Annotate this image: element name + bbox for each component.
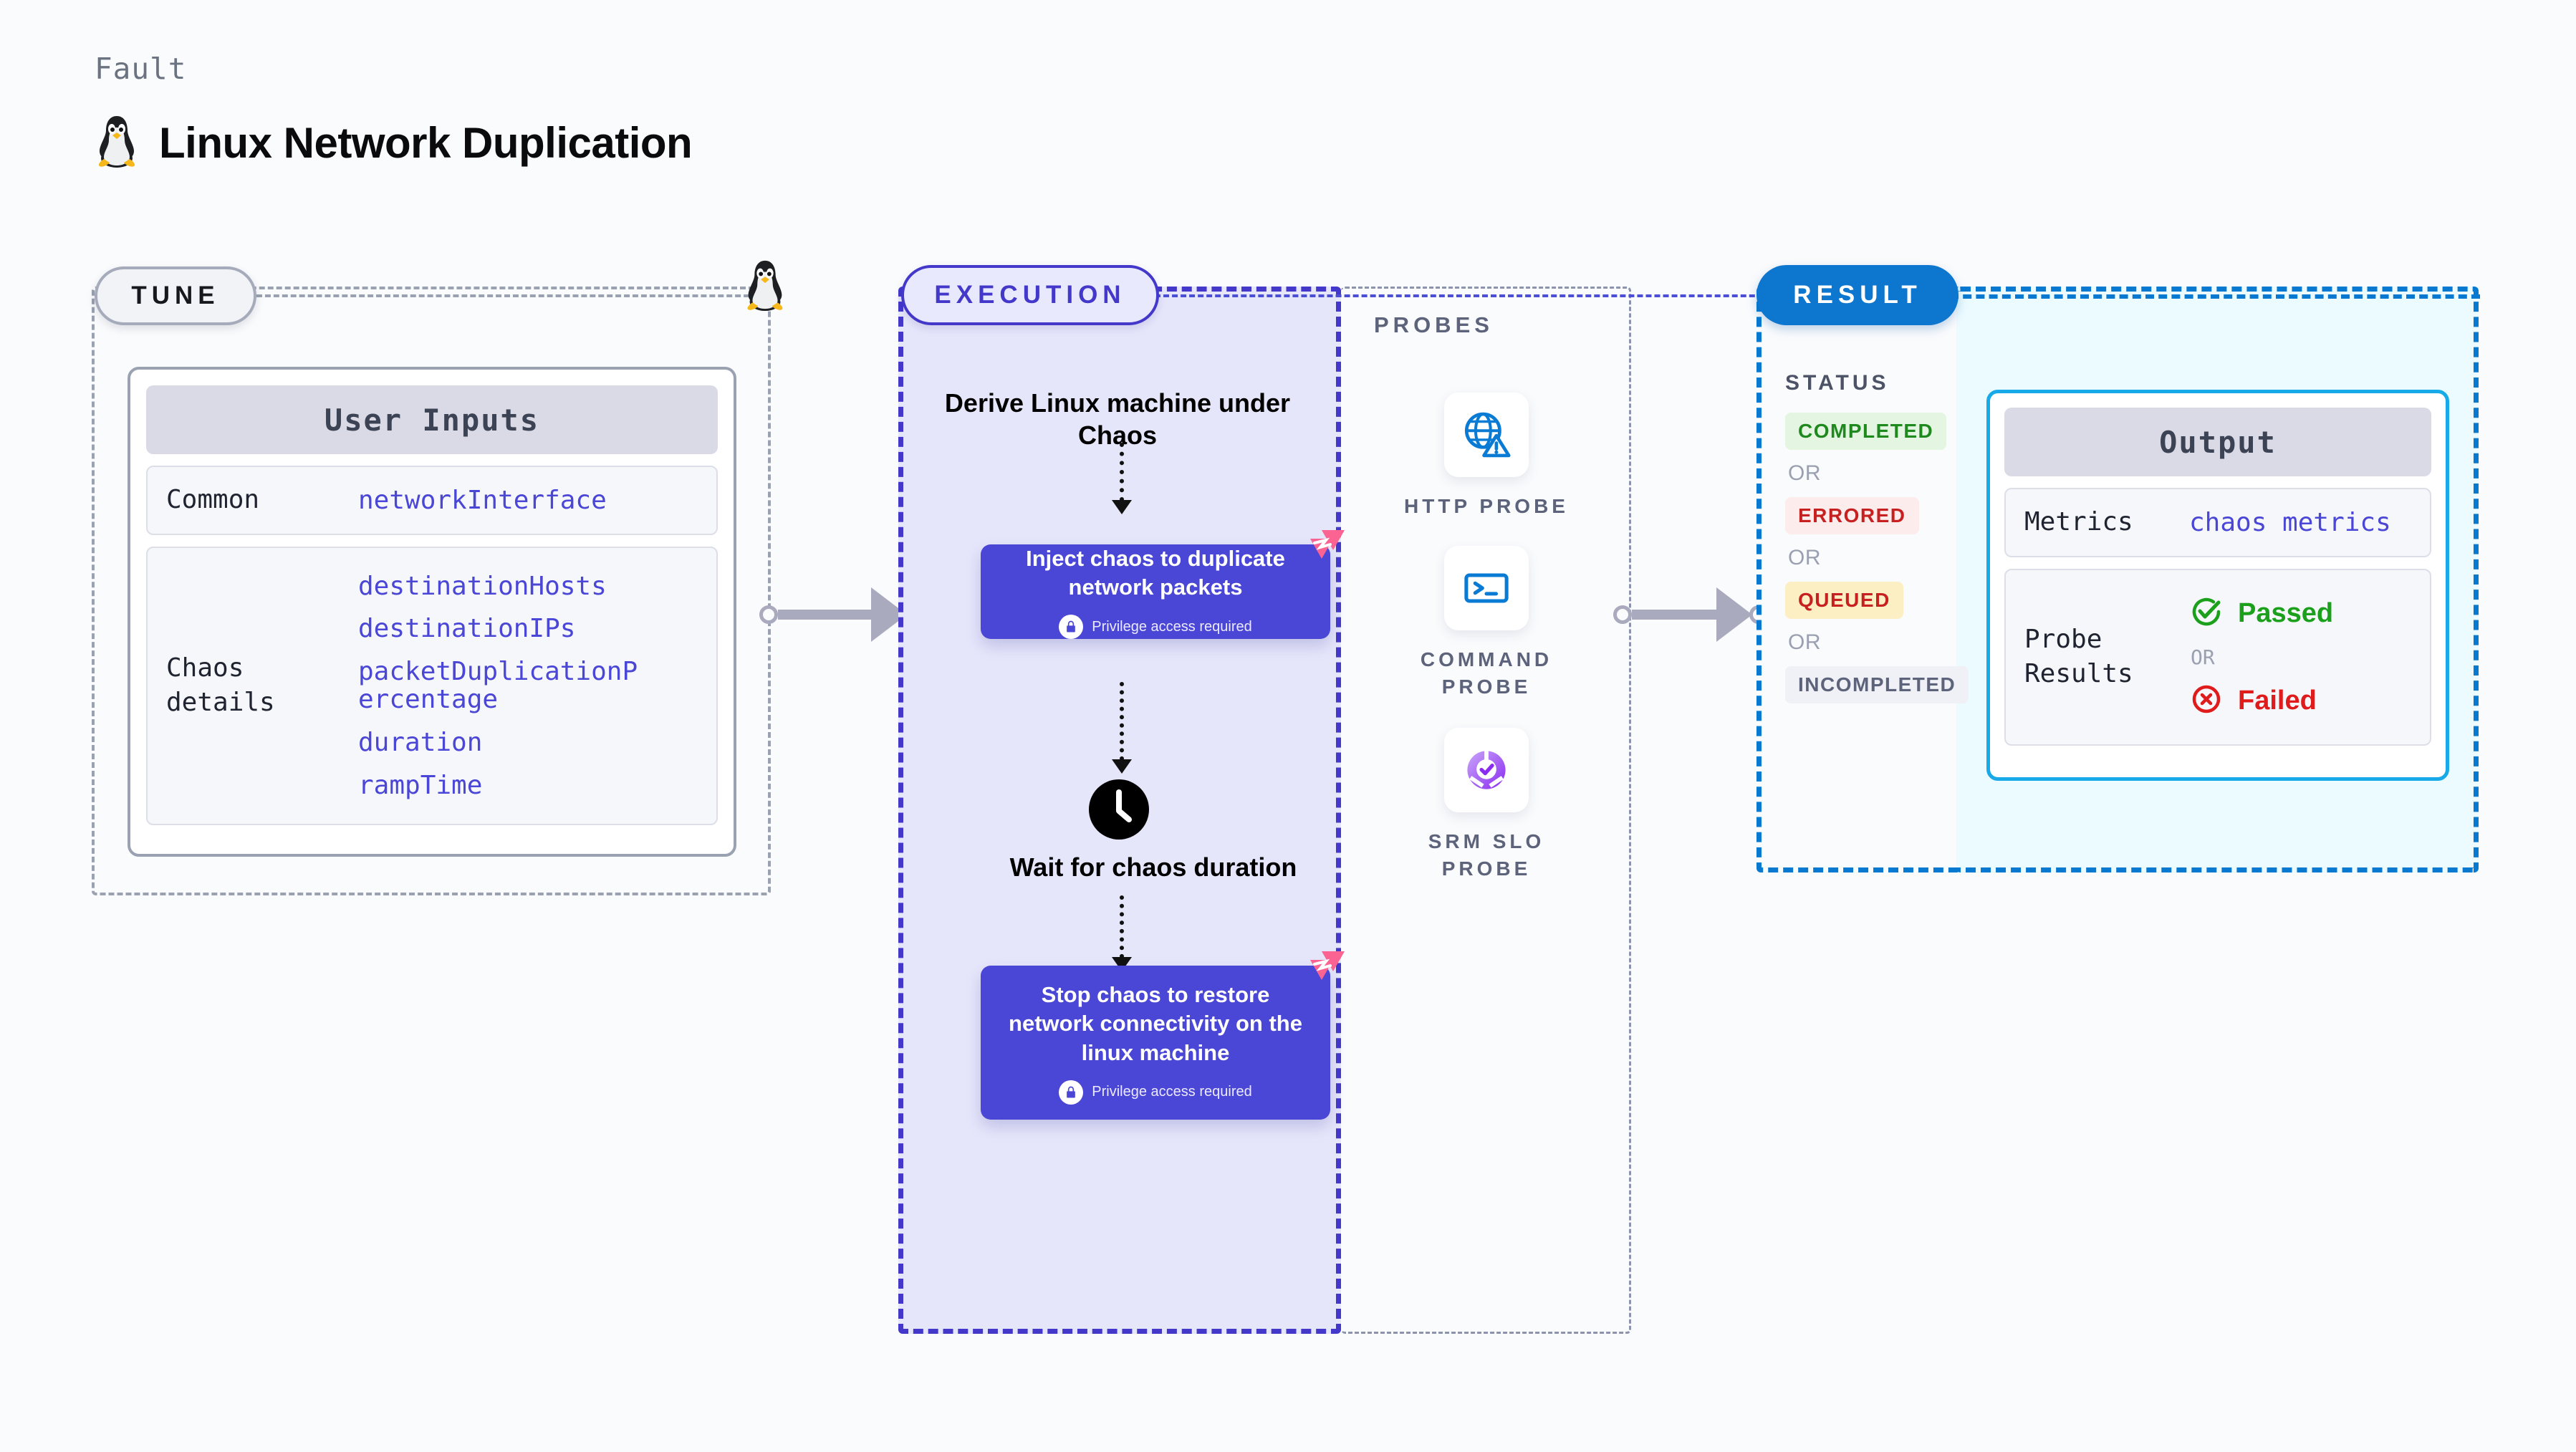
x-circle-icon <box>2189 682 2224 720</box>
fault-eyebrow-label: Fault <box>95 52 187 86</box>
dotted-arrow-1 <box>1112 443 1132 514</box>
row-values: Passed OR Failed <box>2189 595 2423 720</box>
probes-section-label: PROBES <box>1374 312 1494 337</box>
tune-dashed-connector <box>256 294 758 297</box>
clock-icon <box>1087 778 1150 841</box>
linux-penguin-icon <box>738 258 792 322</box>
arrow-start-dot <box>759 605 778 624</box>
or-separator: OR <box>1788 630 1821 654</box>
row-values: networkInterface <box>358 486 709 515</box>
row-values: chaos metrics <box>2189 507 2423 537</box>
tune-section-pill[interactable]: TUNE <box>95 266 256 325</box>
status-badge: ERRORED <box>1785 497 1919 534</box>
input-param[interactable]: packetDuplicationPercentage <box>358 656 638 715</box>
check-circle-icon <box>2189 595 2224 633</box>
probe-item-http[interactable]: HTTP PROBE <box>1397 393 1576 520</box>
input-param[interactable]: networkInterface <box>358 485 607 515</box>
input-param[interactable]: destinationHosts <box>358 571 607 601</box>
input-param[interactable]: rampTime <box>358 770 483 800</box>
row-values: destinationHosts destinationIPs packetDu… <box>358 572 709 800</box>
page-title: Linux Network Duplication <box>159 119 693 167</box>
output-card: Output Metrics chaos metrics Probe Resul… <box>1986 390 2449 781</box>
privilege-note-text: Privilege access required <box>1092 1084 1252 1100</box>
arrow-shaft <box>778 610 871 620</box>
probe-label: SRM SLO PROBE <box>1428 830 1545 880</box>
input-param[interactable]: duration <box>358 727 483 757</box>
slo-donut-check-icon <box>1444 728 1529 812</box>
probe-item-command[interactable]: COMMAND PROBE <box>1397 546 1576 701</box>
dotted-arrow-2 <box>1112 682 1132 774</box>
probe-item-srm-slo[interactable]: SRM SLO PROBE <box>1397 728 1576 883</box>
linux-penguin-icon <box>95 113 139 173</box>
probe-label: COMMAND PROBE <box>1420 648 1553 698</box>
lock-icon <box>1059 1080 1084 1105</box>
or-separator: OR <box>1788 461 1821 485</box>
status-badge: COMPLETED <box>1785 413 1947 450</box>
probe-result-label: Failed <box>2238 685 2317 716</box>
output-heading: Output <box>2004 408 2431 476</box>
result-section-pill[interactable]: RESULT <box>1756 265 1959 325</box>
or-separator: OR <box>2191 645 2215 669</box>
globe-warning-icon <box>1444 393 1529 477</box>
terminal-icon <box>1444 546 1529 630</box>
execution-step-derive: Derive Linux machine under Chaos <box>944 388 1291 450</box>
probe-result-label: Passed <box>2238 597 2334 628</box>
status-badge: INCOMPLETED <box>1785 666 1969 703</box>
probe-label: HTTP PROBE <box>1404 495 1569 517</box>
flow-arrow-execution-to-result <box>1613 587 1768 642</box>
chaos-badge-icon <box>1299 951 1345 991</box>
row-key: Probe Results <box>2024 624 2133 689</box>
row-key: Chaos details <box>166 653 275 718</box>
chaos-step-label: Stop chaos to restore network connectivi… <box>1009 982 1302 1065</box>
table-row: Probe Results Passed OR <box>2004 568 2431 746</box>
probe-result-passed: Passed <box>2189 595 2423 633</box>
result-dashed-connector <box>1950 294 2480 299</box>
status-list: COMPLETED OR ERRORED OR QUEUED OR INCOMP… <box>1785 413 1969 703</box>
input-param[interactable]: destinationIPs <box>358 614 576 644</box>
status-label: STATUS <box>1785 371 1890 395</box>
or-separator: OR <box>1788 546 1821 569</box>
chaos-step-label: Inject chaos to duplicate network packet… <box>1026 545 1285 600</box>
arrow-start-dot <box>1613 605 1632 624</box>
user-inputs-heading: User Inputs <box>146 385 718 454</box>
table-row: Metrics chaos metrics <box>2004 488 2431 557</box>
privilege-note: Privilege access required <box>1059 1080 1252 1105</box>
table-row: Common networkInterface <box>146 466 718 535</box>
status-badge: QUEUED <box>1785 582 1903 619</box>
privilege-note-text: Privilege access required <box>1092 618 1252 635</box>
probe-result-failed: Failed <box>2189 682 2423 720</box>
execution-step-stop-chaos[interactable]: Stop chaos to restore network connectivi… <box>981 951 1345 1120</box>
arrow-head <box>1716 587 1752 642</box>
execution-step-inject-chaos[interactable]: Inject chaos to duplicate network packet… <box>981 530 1345 640</box>
table-row: Chaos details destinationHosts destinati… <box>146 546 718 826</box>
row-key: Common <box>166 485 260 514</box>
lock-icon <box>1059 615 1084 640</box>
arrow-shaft <box>1632 610 1716 620</box>
page-title-row: Linux Network Duplication <box>95 113 693 173</box>
execution-section-pill[interactable]: EXECUTION <box>901 265 1159 325</box>
user-inputs-card: User Inputs Common networkInterface Chao… <box>128 367 736 857</box>
chaos-badge-icon <box>1299 530 1345 570</box>
row-key: Metrics <box>2024 507 2133 537</box>
dotted-arrow-3 <box>1112 895 1132 971</box>
result-region <box>1756 287 1961 872</box>
execution-step-wait: Wait for chaos duration <box>1009 852 1297 882</box>
privilege-note: Privilege access required <box>1059 615 1252 640</box>
metrics-value[interactable]: chaos metrics <box>2189 507 2391 537</box>
